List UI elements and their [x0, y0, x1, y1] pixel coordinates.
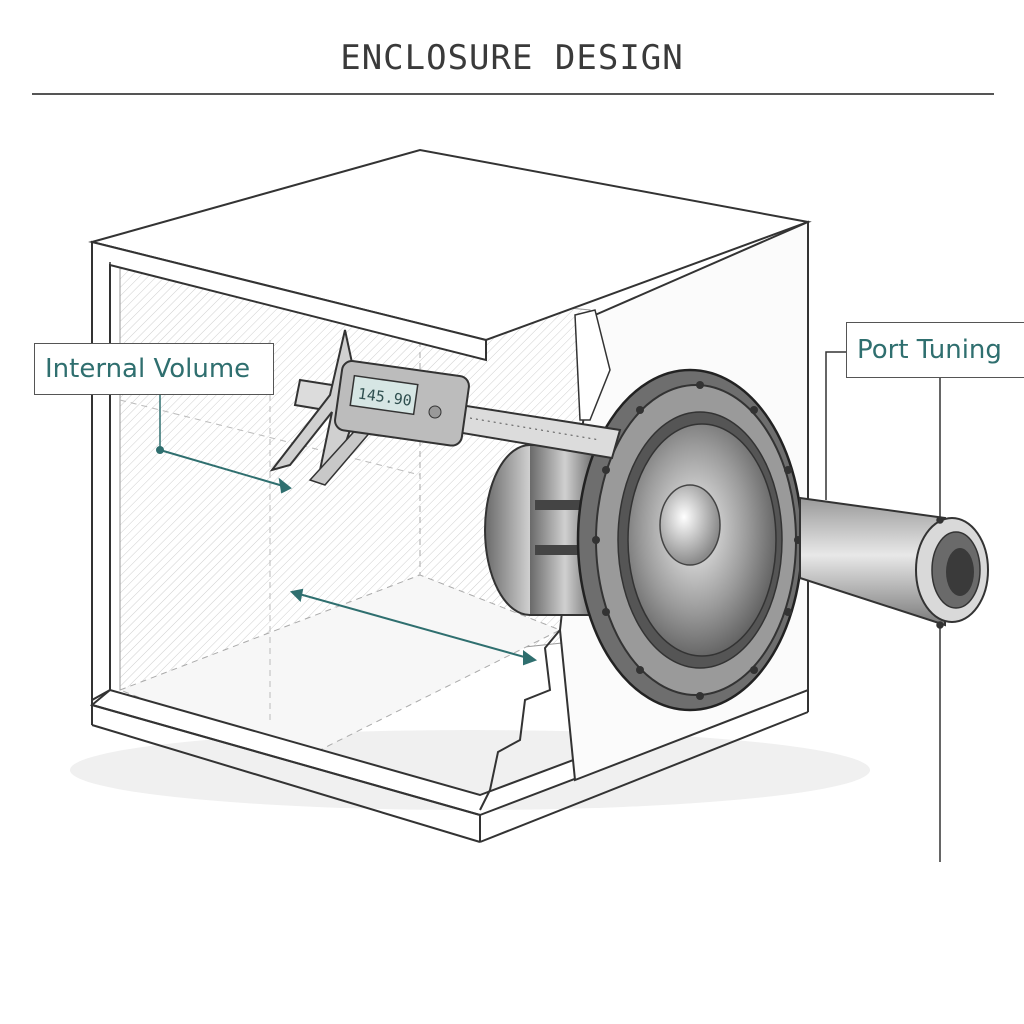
internal-volume-label: Internal Volume	[34, 343, 274, 395]
woofer-driver	[576, 368, 804, 712]
volume-dimension-lines	[156, 395, 538, 666]
title-underline	[32, 93, 994, 95]
port-tube	[799, 496, 989, 627]
digital-caliper: 145.90	[269, 329, 622, 486]
page-title: ENCLOSURE DESIGN	[340, 38, 684, 78]
port-tuning-leader	[825, 351, 944, 862]
port-tuning-label: Port Tuning	[846, 322, 1024, 378]
cutaway-edge	[479, 629, 561, 811]
